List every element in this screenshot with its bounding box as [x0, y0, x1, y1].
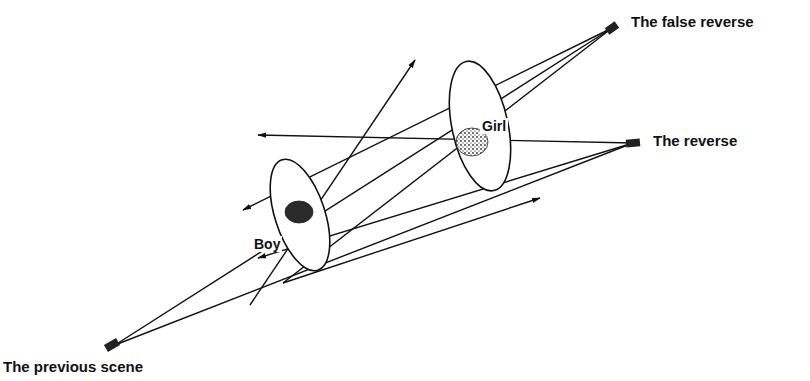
direction-arrow — [258, 135, 633, 143]
camera-label: The reverse — [652, 132, 738, 150]
figure-name: Girl — [480, 118, 508, 134]
sight-line — [115, 143, 633, 345]
person-figure: Girl — [444, 56, 516, 196]
shoulder-outline — [258, 152, 341, 278]
head — [285, 201, 313, 223]
cameras — [104, 21, 640, 352]
camera-symbol — [605, 21, 619, 34]
camera-label: The false reverse — [630, 13, 755, 31]
figure-name: Boy — [252, 236, 282, 252]
sight-line — [115, 28, 612, 345]
sight-line — [283, 28, 612, 283]
camera-symbol — [104, 338, 120, 352]
person-figure: Boy — [262, 152, 338, 278]
sight-lines — [115, 28, 633, 345]
camera-label: The previous scene — [2, 358, 144, 376]
camera-symbol — [626, 138, 641, 147]
figure-outline — [262, 152, 338, 278]
shoulder-outline — [439, 56, 521, 197]
direction-arrow — [250, 60, 415, 305]
